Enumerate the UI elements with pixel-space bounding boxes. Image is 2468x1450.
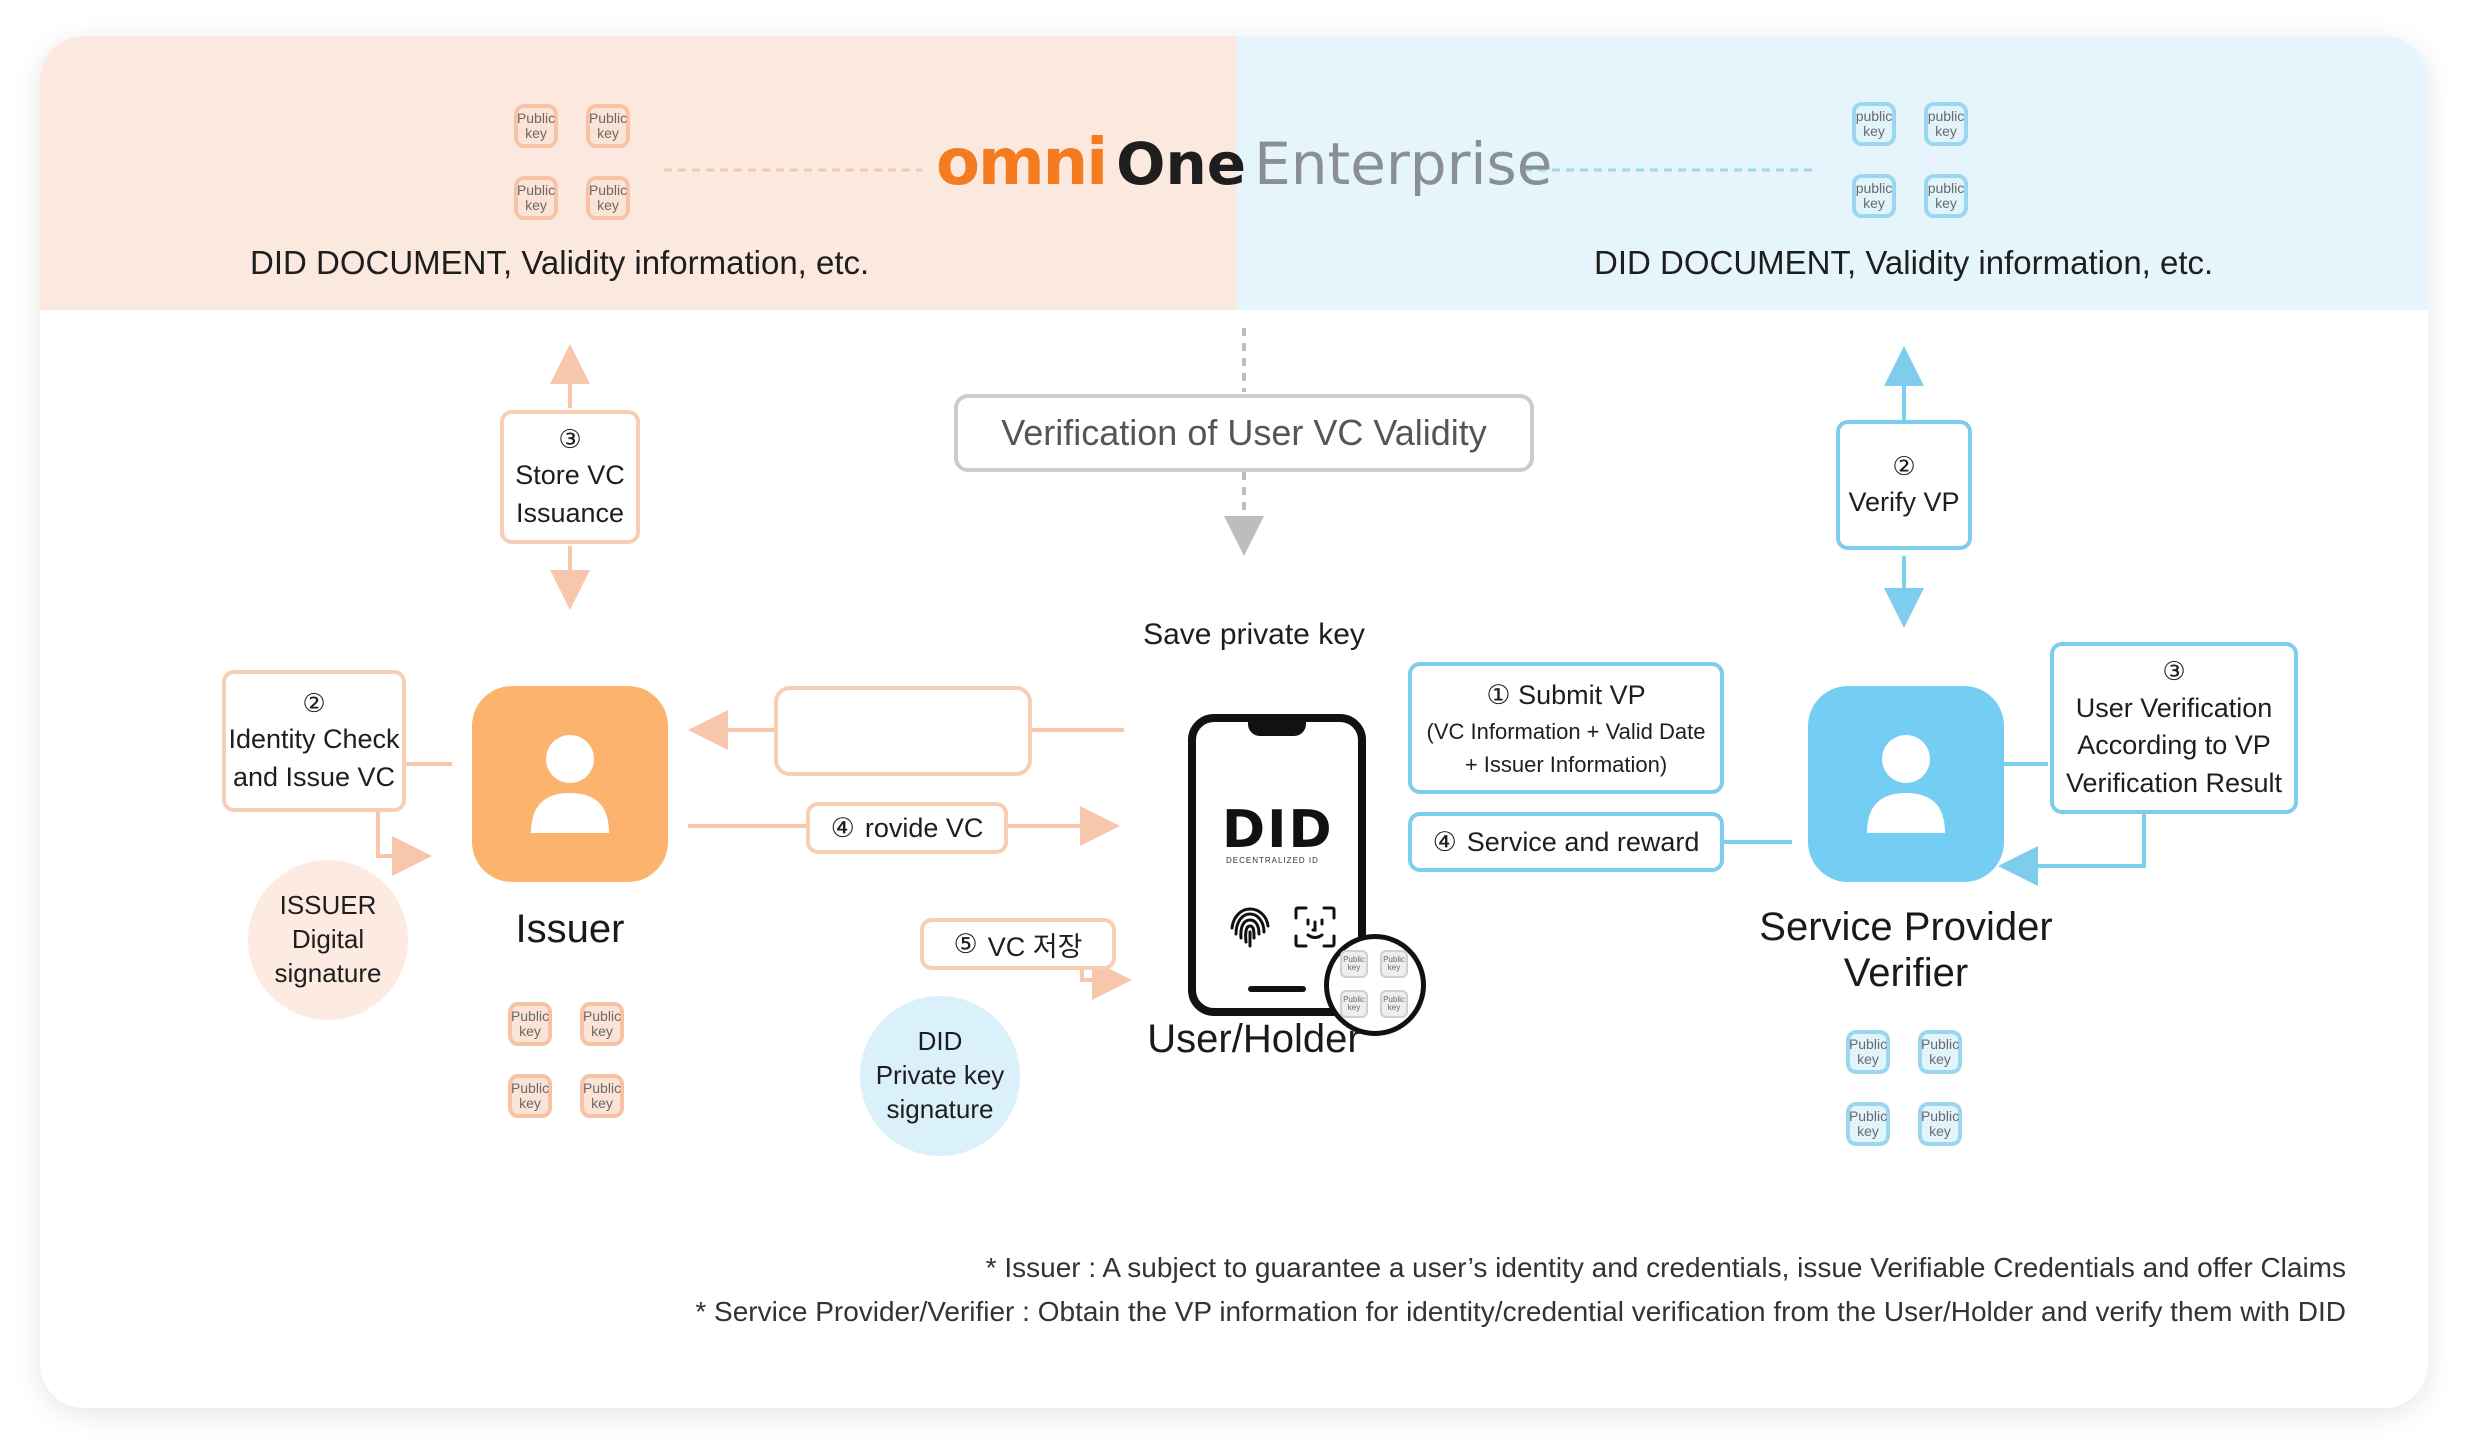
signature-line3: signature xyxy=(274,957,382,988)
footnote-issuer: * Issuer : A subject to guarantee a user… xyxy=(985,1252,2346,1283)
private-key-cluster: Public key Public key Public key Public … xyxy=(1340,950,1410,1020)
store-vc-line1: Store VC xyxy=(515,460,625,491)
user-verification-line2: According to VP xyxy=(2077,730,2271,761)
public-key-icon: public key xyxy=(1924,174,1968,218)
did-sig-line3: signature xyxy=(886,1093,994,1124)
identity-check-box: ② Identity Check and Issue VC xyxy=(222,670,406,812)
step-number: ② xyxy=(302,688,326,718)
did-logo: DID xyxy=(1222,800,1334,860)
identity-check-line2: and Issue VC xyxy=(232,762,396,793)
did-sig-line2: Private key xyxy=(875,1060,1005,1091)
vc-store-label: VC 저장 xyxy=(987,931,1083,962)
issuer-avatar-tile xyxy=(472,686,668,882)
service-provider-label: Service Provider Verifier xyxy=(1700,904,2112,996)
logo-omni: omni xyxy=(936,126,1108,200)
public-key-cluster-top-right: public key public key public key public … xyxy=(1852,102,1976,226)
public-key-cluster-issuer: Public key Public key Public key Public … xyxy=(508,1002,632,1126)
public-key-icon: Public key xyxy=(1846,1030,1890,1074)
provide-vc-label: rovide VC xyxy=(864,812,984,843)
vc-store-pill: ⑤ VC 저장 xyxy=(920,918,1116,970)
signature-line2: Digital xyxy=(291,924,365,955)
user-verification-elbow xyxy=(1998,814,2146,886)
submit-vp-title: ① Submit VP xyxy=(1486,675,1645,716)
verify-vp-label: Verify VP xyxy=(1848,487,1960,518)
public-key-icon: public key xyxy=(1852,174,1896,218)
left-ledger-caption: DID DOCUMENT, Validity information, etc. xyxy=(250,244,870,281)
public-key-icon: Public key xyxy=(1846,1102,1890,1146)
store-vc-line2: Issuance xyxy=(515,498,625,529)
fingerprint-icon xyxy=(1230,907,1270,948)
sp-label-line1: Service Provider xyxy=(1759,905,2053,949)
public-key-icon: Public key xyxy=(1340,950,1368,978)
person-icon xyxy=(1867,735,1945,833)
submit-vp-title-text: Submit VP xyxy=(1518,679,1646,710)
identity-check-line1: Identity Check xyxy=(228,724,400,755)
sp-label-line2: Verifier xyxy=(1843,951,1969,995)
logo-one: One xyxy=(1116,130,1247,198)
phone-notch xyxy=(1248,720,1306,736)
did-sig-line1: DID xyxy=(917,1026,963,1057)
public-key-icon: Public key xyxy=(580,1002,624,1046)
did-logo-subtitle: DECENTRALIZED ID xyxy=(1226,856,1319,865)
submit-vp-line2: (VC Information + Valid Date xyxy=(1426,719,1706,745)
verification-label: Verification of User VC Validity xyxy=(1001,411,1487,453)
phone-home-bar xyxy=(1248,986,1306,992)
public-key-icon: Public key xyxy=(508,1002,552,1046)
public-key-icon: Public key xyxy=(1380,950,1408,978)
request-message-box xyxy=(774,686,1032,776)
user-verification-box: ③ User Verification According to VP Veri… xyxy=(2050,642,2298,814)
public-key-icon: Public key xyxy=(586,176,630,220)
right-ledger-caption: DID DOCUMENT, Validity information, etc. xyxy=(1594,244,2214,281)
submit-vp-box: ① Submit VP (VC Information + Valid Date… xyxy=(1408,662,1724,794)
signature-line1: ISSUER xyxy=(279,890,377,921)
verifier-ledger-band xyxy=(1236,36,2428,310)
identity-check-elbow xyxy=(376,810,432,876)
face-id-icon xyxy=(1294,906,1336,948)
public-key-icon: Public key xyxy=(1380,990,1408,1018)
step-number: ④ xyxy=(830,812,855,843)
public-key-icon: Public key xyxy=(508,1074,552,1118)
verify-vp-box: ② Verify VP xyxy=(1836,420,1972,550)
public-key-icon: public key xyxy=(1924,102,1968,146)
step-number: ③ xyxy=(558,424,582,454)
person-icon xyxy=(531,735,609,833)
public-key-icon: Public key xyxy=(1340,990,1368,1018)
public-key-icon: Public key xyxy=(514,104,558,148)
public-key-cluster-top-left: Public key Public key Public key Public … xyxy=(514,104,638,228)
service-and-reward-pill: ④ Service and reward xyxy=(1408,812,1724,872)
public-key-icon: Public key xyxy=(514,176,558,220)
step-number: ③ xyxy=(2162,656,2186,687)
logo-enterprise: Enterprise xyxy=(1254,130,1553,198)
public-key-icon: Public key xyxy=(580,1074,624,1118)
public-key-icon: Public key xyxy=(586,104,630,148)
step-number: ⑤ xyxy=(953,928,978,959)
public-key-cluster-service-provider: Public key Public key Public key Public … xyxy=(1846,1030,1970,1154)
submit-vp-line3: + Issuer Information) xyxy=(1464,752,1668,778)
provide-vc-pill: ④ rovide VC xyxy=(806,802,1008,854)
step-number: ④ xyxy=(1432,826,1457,857)
save-private-key-label: Save private key xyxy=(1143,618,1365,651)
issuer-ledger-band xyxy=(40,36,1236,310)
verification-of-vc-validity-box: Verification of User VC Validity xyxy=(954,394,1534,472)
omnione-enterprise-logo: omni One Enterprise xyxy=(936,126,1552,222)
diagram-card: Public key Public key Public key Public … xyxy=(40,36,2428,1408)
private-key-badge: Public key Public key Public key Public … xyxy=(1324,934,1426,1036)
public-key-icon: public key xyxy=(1852,102,1896,146)
user-verification-line3: Verification Result xyxy=(2065,768,2283,799)
user-holder-label: User/Holder xyxy=(1147,1017,1361,1061)
public-key-icon: Public key xyxy=(1918,1030,1962,1074)
store-vc-issuance-box: ③ Store VC Issuance xyxy=(500,410,640,544)
service-reward-label: Service and reward xyxy=(1466,826,1700,857)
user-verification-line1: User Verification xyxy=(2075,692,2273,723)
issuer-label: Issuer xyxy=(515,907,625,951)
footnote-service-provider: * Service Provider/Verifier : Obtain the… xyxy=(695,1296,2346,1327)
service-provider-avatar-tile xyxy=(1808,686,2004,882)
step-number: ① xyxy=(1486,679,1511,710)
public-key-icon: Public key xyxy=(1918,1102,1962,1146)
step-number: ② xyxy=(1892,450,1916,481)
